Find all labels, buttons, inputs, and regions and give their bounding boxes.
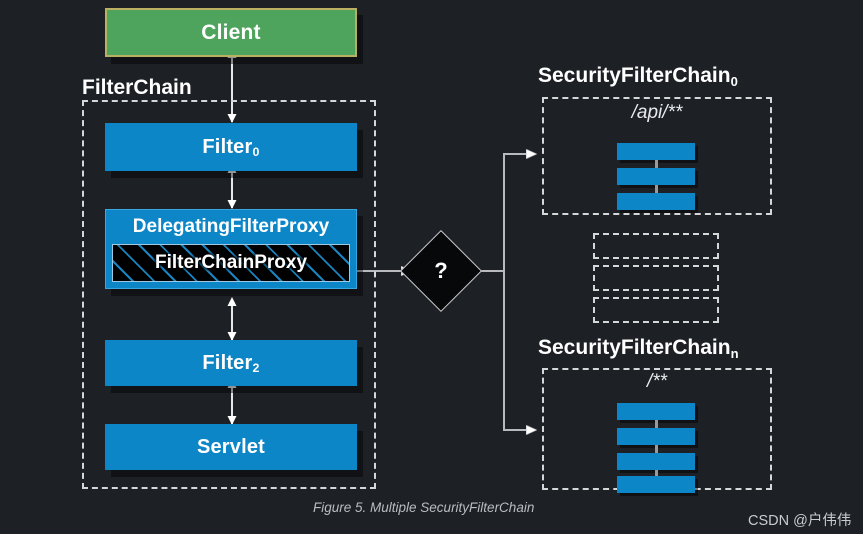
decision-diamond[interactable]: ? (399, 229, 483, 313)
filterchain-group-box (82, 100, 376, 489)
security-filter-chain-0-subscript: 0 (730, 73, 738, 89)
client-label: Client (201, 20, 261, 44)
security-filter-chain-0-title: SecurityFilterChain0 (538, 64, 738, 89)
security-filter-chain-n-subscript: n (730, 345, 739, 361)
security-filter-chain-0-pattern: /api/** (631, 102, 683, 123)
filter-2-box[interactable]: Filter2 (105, 340, 357, 386)
filterchain-title: FilterChain (82, 76, 192, 99)
filter-0-subscript: 0 (252, 144, 260, 159)
filter-chain-proxy-label: FilterChainProxy (154, 252, 308, 273)
sfcn-bar-link (655, 420, 658, 428)
arrow-branch-lower (503, 271, 536, 430)
figure-caption: Figure 5. Multiple SecurityFilterChain (313, 500, 535, 515)
arrow-branch-upper (503, 154, 536, 271)
delegating-filter-proxy-label: DelegatingFilterProxy (132, 216, 330, 237)
sfcn-filter-bar[interactable] (617, 403, 695, 420)
filter-0-label: Filter0 (202, 135, 260, 159)
ellipsis-chain-placeholder (593, 297, 719, 323)
ellipsis-chain-placeholder (593, 233, 719, 259)
sfc0-filter-bar[interactable] (617, 143, 695, 160)
sfcn-filter-bar[interactable] (617, 428, 695, 445)
filter-2-label: Filter2 (202, 351, 260, 375)
sfc0-filter-bar[interactable] (617, 168, 695, 185)
delegating-filter-proxy-box[interactable]: DelegatingFilterProxy FilterChainProxy (105, 209, 357, 289)
ellipsis-chain-placeholder (593, 265, 719, 291)
sfc0-bar-link (655, 185, 658, 193)
csdn-watermark: CSDN @户伟伟 (748, 513, 852, 529)
servlet-box[interactable]: Servlet (105, 424, 357, 470)
filter-chain-proxy-box[interactable]: FilterChainProxy (112, 244, 350, 282)
sfcn-filter-bar[interactable] (617, 476, 695, 493)
sfc0-bar-link (655, 160, 658, 168)
sfcn-filter-bar[interactable] (617, 453, 695, 470)
security-filter-chain-0-box (542, 97, 772, 215)
security-filter-chain-n-title: SecurityFilterChainn (538, 336, 739, 361)
security-filter-chain-n-pattern: /** (646, 371, 668, 392)
sfcn-bar-link (655, 470, 658, 476)
filter-0-box[interactable]: Filter0 (105, 123, 357, 171)
sfc0-filter-bar[interactable] (617, 193, 695, 210)
servlet-label: Servlet (196, 435, 266, 458)
filter-2-subscript: 2 (252, 360, 260, 375)
client-box[interactable]: Client (105, 8, 357, 57)
decision-diamond-label: ? (434, 258, 448, 283)
sfcn-bar-link (655, 445, 658, 453)
